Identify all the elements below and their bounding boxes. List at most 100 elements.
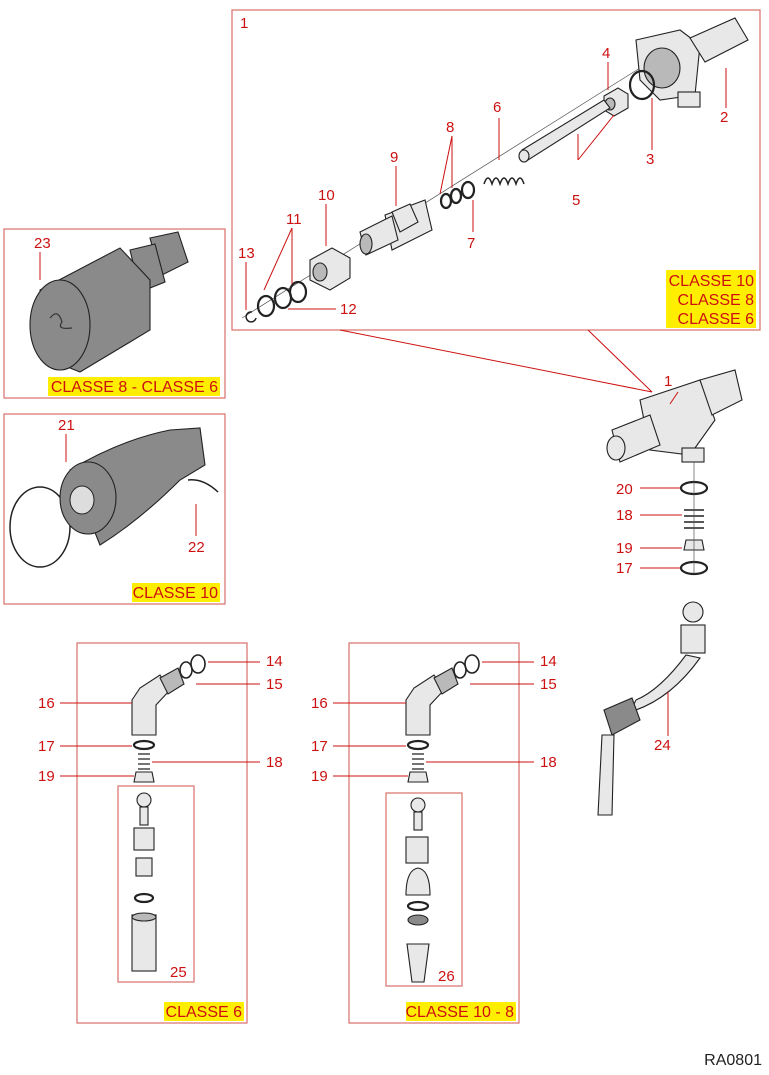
subassembly-25-label: 25 [170,964,187,981]
class-label-6-wand: CLASSE 6 [166,1004,243,1021]
valve-part-19-b [407,771,429,783]
callout-5: 5 [572,114,615,209]
knob-part-21 [59,427,206,546]
callout-14-b: 14 [482,653,557,670]
callout-24: 24 [654,692,671,754]
callout-17-a: 17 [38,738,132,755]
svg-text:2: 2 [720,109,728,126]
callout-17-body: 17 [616,560,680,577]
spring-part-6 [483,177,525,187]
knob-classe-10-panel: 21 22 CLASSE 10 [3,413,226,605]
class-label-10-8-wand: CLASSE 10 - 8 [406,1004,515,1021]
callout-22: 22 [188,504,205,556]
callout-11: 11 [263,211,302,291]
washer-part-15-b [453,661,467,679]
callout-10: 10 [318,187,335,246]
svg-text:19: 19 [38,768,55,785]
seal-part-8a [439,192,453,210]
steam-pipe-part-24 [597,601,706,816]
svg-text:13: 13 [238,245,255,262]
tube-part-5 [518,99,611,163]
callout-19-body: 19 [616,540,682,557]
svg-text:14: 14 [266,653,283,670]
svg-text:12: 12 [340,301,357,318]
svg-text:11: 11 [286,211,302,228]
connector-line-right [587,329,653,393]
callout-7: 7 [467,200,475,252]
callout-6: 6 [493,99,501,160]
spring-part-18 [138,753,150,770]
svg-text:20: 20 [616,481,633,498]
class-badge-8-6 [48,377,220,396]
nut-part-14-b [464,654,480,674]
fitting-part-9 [359,199,433,256]
class-badge-10 [132,583,220,602]
callout-8: 8 [439,119,454,195]
class-label-8-6: CLASSE 8 - CLASSE 6 [51,379,218,396]
nut-part-4 [603,87,629,117]
steam-wand-6-frame [76,642,248,1024]
washer-part-7 [460,180,476,200]
svg-text:21: 21 [58,417,75,434]
reference-code: RA0801 [704,1052,762,1069]
callout-1-body: 1 [664,373,679,405]
callout-19-b: 19 [311,768,408,785]
callout-19-a: 19 [38,768,134,785]
valve-body-part-2 [635,17,749,108]
svg-text:16: 16 [311,695,328,712]
svg-text:16: 16 [38,695,55,712]
elbow-part-16-b [405,667,459,736]
valve-body-panel: 1 20 18 19 17 [606,369,743,577]
o-ring-part-17-b [406,739,430,751]
svg-text:5: 5 [572,192,580,209]
main-group-label: 1 [240,15,248,32]
valve-part-19 [133,771,155,783]
callout-12: 12 [288,301,357,318]
seal-ring-part-3 [628,69,656,101]
callout-18-a: 18 [152,754,283,771]
connector-line-left [339,329,653,393]
subassembly-25: 25 [117,785,195,983]
callout-20: 20 [616,481,680,498]
seal-part-8b [449,187,463,205]
knob-10-frame [3,413,226,605]
steam-wand-classe-6-panel: 25 14 15 16 17 18 19 CLASSE 6 [38,642,283,1024]
callout-15-b: 15 [470,676,557,693]
svg-text:23: 23 [34,235,51,252]
washer-part-15 [179,661,193,679]
callout-14-a: 14 [208,653,283,670]
svg-text:4: 4 [602,45,610,62]
spring-part-18-b [412,753,424,770]
svg-text:15: 15 [540,676,557,693]
svg-text:7: 7 [467,235,475,252]
elbow-part-16 [131,667,185,736]
o-ring-large [9,486,71,568]
callout-2: 2 [720,68,728,126]
callout-13: 13 [238,245,255,310]
class-badge-10-8 [406,1002,516,1021]
main-assembly-panel: 1 [231,9,761,393]
callout-23: 23 [34,235,51,280]
callout-16-a: 16 [38,695,132,712]
callout-9: 9 [390,149,398,206]
svg-text:24: 24 [654,737,671,754]
class-label-10-knob: CLASSE 10 [133,585,218,602]
svg-text:17: 17 [311,738,328,755]
knob-classe-8-6-panel: 23 CLASSE 8 - CLASSE 6 [3,228,226,399]
steam-wand-classe-10-8-panel: 26 14 15 16 17 18 19 CLASSE 10 - 8 [311,642,557,1024]
knob-8-6-frame [3,228,226,399]
svg-text:18: 18 [266,754,283,771]
washer-part-12 [256,294,276,318]
callout-21: 21 [58,417,75,462]
valve-body-assembly [606,369,743,463]
clip-part-13 [245,311,257,323]
clip-part-22 [187,479,219,493]
svg-text:22: 22 [188,539,205,556]
washer-part-11b [273,286,293,310]
class-label-10: CLASSE 10 [669,273,754,290]
svg-text:14: 14 [540,653,557,670]
subassembly-26-label: 26 [438,968,455,985]
callout-16-b: 16 [311,695,406,712]
flexible-pipe-panel: 24 [597,601,706,816]
